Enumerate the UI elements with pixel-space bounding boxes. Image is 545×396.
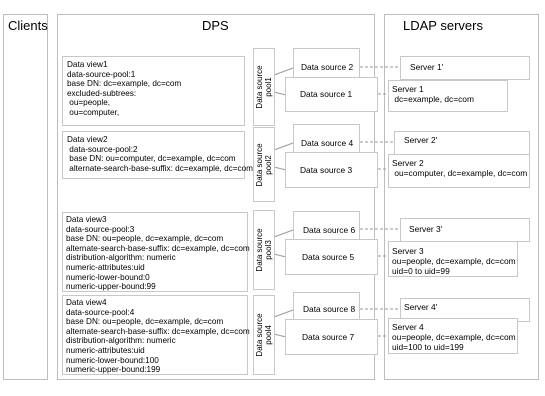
server-3-name: Server 3 (392, 246, 424, 256)
data-view-4-line: numeric-lower-bound:100 (66, 355, 159, 365)
data-view-3: Data view3 data-source-pool:3 base DN: o… (62, 212, 250, 292)
data-view-2-line: alternate-search-base-suffix: dc=example… (67, 163, 253, 173)
data-view-4-line: alternate-search-base-suffix: dc=example… (66, 326, 250, 336)
data-view-3-line: distribution-algorithm: numeric (66, 253, 176, 263)
server-3-detail: ou=people, dc=example, dc=com (392, 256, 516, 266)
server-2-detail: ou=computer, dc=example, dc=com (392, 168, 528, 178)
server-4-detail: ou=people, dc=example, dc=com (392, 332, 516, 342)
data-view-4-line: distribution-algorithm: numeric (66, 336, 176, 346)
data-view-1: Data view1 data-source-pool:1 base DN: d… (62, 56, 245, 126)
pool4-to-data-source-8-line (273, 309, 294, 318)
data-source-1: Data source 1 (285, 77, 378, 112)
data-view-1-line: ou=computer, (67, 107, 120, 117)
data-view-3-line: base DN: ou=people, dc=example, dc=com (66, 234, 224, 244)
server-2-name: Server 2 (392, 158, 424, 168)
data-view-4-line: data-source-pool:4 (66, 307, 135, 317)
ldap-servers-header: LDAP servers (403, 18, 483, 33)
data-source-5-label: Data source 5 (302, 252, 355, 262)
data-view-2-line: base DN: ou=computer, dc=example, dc=com (67, 154, 236, 164)
data-view-4-line: numeric-upper-bound:199 (66, 365, 161, 375)
data-view-1-line: excluded-subtrees: (67, 88, 137, 98)
pool-1-label: Data source (255, 65, 264, 109)
data-view-3-title: Data view3 (66, 215, 107, 224)
server-3-replica: Server 3' (400, 218, 530, 242)
data-view-4: Data view4 data-source-pool:4 base DN: o… (62, 295, 250, 375)
data-view-3-line: alternate-search-base-suffix: dc=example… (66, 243, 250, 253)
data-view-3-line: numeric-lower-bound:0 (66, 272, 150, 282)
server-2-replica: Server 2' (394, 131, 530, 155)
data-source-7-label: Data source 7 (302, 332, 355, 342)
data-view-2: Data view2 data-source-pool:2 base DN: o… (62, 131, 253, 179)
data-view-4-line: base DN: ou=people, dc=example, dc=com (66, 317, 224, 327)
data-view-2-title: Data view2 (67, 135, 108, 144)
pool-4-label: Data source (255, 313, 264, 357)
data-source-3-label: Data source 3 (300, 165, 353, 175)
pool-1-name: pool1 (264, 77, 273, 97)
pool2-to-data-source-3-line (273, 166, 287, 171)
data-view-1-title: Data view1 (67, 60, 108, 69)
server-3-detail: uid=0 to uid=99 (392, 266, 450, 276)
data-view-4-line: numeric-attributes:uid (66, 345, 145, 355)
data-view-3-line: numeric-upper-bound:99 (66, 282, 156, 292)
pool-3-label: Data source (255, 228, 264, 272)
server-1-replica-label: Server 1' (410, 62, 444, 72)
pool3-to-data-source-6-line (273, 229, 294, 238)
server-1: Server 1 dc=example, dc=com (388, 80, 508, 112)
pool-3-name: pool3 (264, 240, 273, 260)
data-view-4-title: Data view4 (66, 298, 107, 307)
server-2-replica-label: Server 2' (404, 135, 438, 145)
pool4-to-data-source-7-line (273, 333, 287, 338)
server-3-replica-label: Server 3' (409, 224, 443, 234)
clients-panel: Clients (3, 14, 48, 380)
data-view-1-line: data-source-pool:1 (67, 69, 136, 79)
pool-2-name: pool2 (264, 154, 273, 175)
data-source-3: Data source 3 (285, 152, 378, 188)
server-4-detail: uid=100 to uid=199 (392, 342, 464, 352)
server-4-name: Server 4 (392, 322, 424, 332)
pool-4-name: pool4 (264, 325, 273, 345)
pool1-to-data-source-1-line (273, 91, 287, 96)
data-view-1-line: ou=people, (67, 98, 111, 108)
data-source-8-label: Data source 8 (303, 304, 356, 314)
server-1-detail: dc=example, dc=com (392, 94, 474, 104)
data-source-2-label: Data source 2 (301, 62, 354, 72)
server-1-replica: Server 1' (400, 56, 530, 80)
data-source-6-label: Data source 6 (303, 225, 356, 235)
pool1-to-data-source-2-line (273, 67, 294, 76)
dps-header: DPS (202, 18, 229, 33)
server-4: Server 4 ou=people, dc=example, dc=com u… (388, 318, 518, 354)
data-source-7: Data source 7 (285, 319, 378, 355)
server-4-replica-label: Server 4' (404, 302, 438, 312)
data-view-3-line: data-source-pool:3 (66, 224, 135, 234)
pool-2-label: Data source (255, 142, 264, 187)
server-3: Server 3 ou=people, dc=example, dc=com u… (388, 241, 518, 277)
data-source-4-label: Data source 4 (301, 138, 354, 148)
data-source-5: Data source 5 (285, 239, 378, 275)
data-view-1-line: base DN: dc=example, dc=com (67, 79, 182, 89)
server-1-name: Server 1 (392, 84, 424, 94)
data-source-1-label: Data source 1 (300, 89, 353, 99)
server-2: Server 2 ou=computer, dc=example, dc=com (388, 154, 530, 188)
pool3-to-data-source-5-line (273, 253, 287, 258)
data-view-2-line: data-source-pool:2 (67, 144, 138, 154)
data-view-3-line: numeric-attributes:uid (66, 262, 145, 272)
clients-header: Clients (8, 18, 48, 33)
pool2-to-data-source-4-line (273, 142, 294, 151)
